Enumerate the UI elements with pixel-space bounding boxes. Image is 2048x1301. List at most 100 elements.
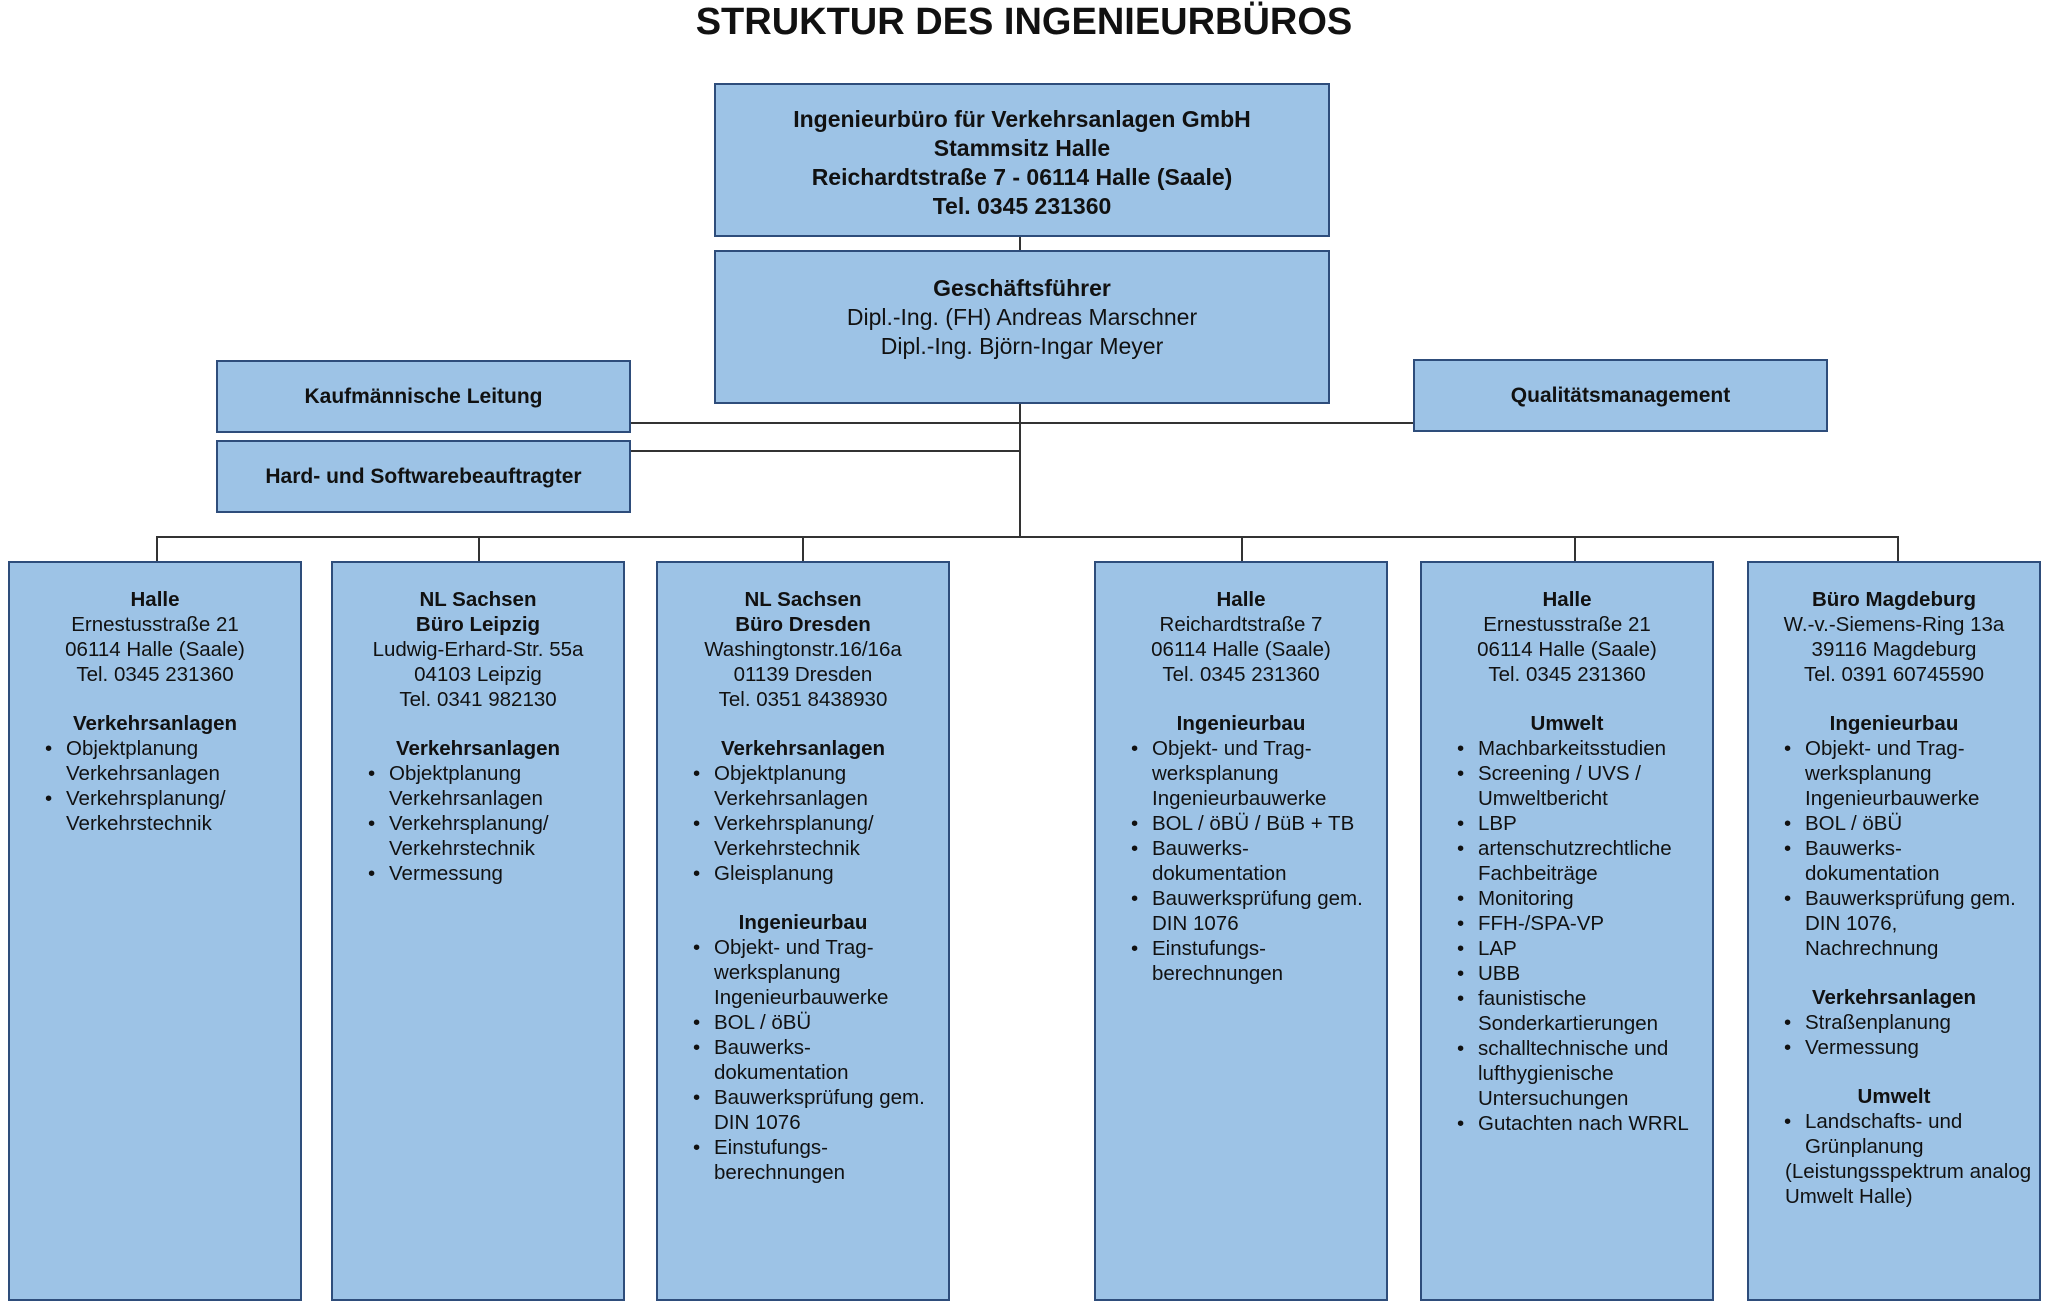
management-name: Dipl.-Ing. Björn-Ingar Meyer [880, 333, 1164, 359]
service-list: Objektplanung VerkehrsanlagenVerkehrspla… [658, 761, 948, 886]
service-list: Objektplanung VerkehrsanlagenVerkehrspla… [333, 761, 623, 886]
service-item: BOL / öBÜ [1784, 811, 2035, 836]
branch-address-line: Reichardtstraße 7 [1159, 613, 1323, 636]
branch-address-line: Ernestusstraße 21 [1483, 613, 1651, 636]
service-item: Bauwerks-dokumentation [1131, 836, 1382, 886]
connector-branch-6 [1897, 537, 1899, 562]
branch-address-line: Ludwig-Erhard-Str. 55a [372, 638, 584, 661]
branch-address-line: Tel. 0345 231360 [1162, 663, 1320, 686]
service-list: Objekt- und Trag-werksplanung Ingenieurb… [1749, 736, 2039, 961]
service-item: Objektplanung Verkehrsanlagen [693, 761, 944, 811]
service-item: Gutachten nach WRRL [1457, 1111, 1708, 1136]
quality-management-label: Qualitätsmanagement [1510, 383, 1731, 407]
connector-staff-upper [630, 422, 1414, 424]
service-section-title: Ingenieurbau [738, 911, 868, 934]
service-item: Objekt- und Trag-werksplanung Ingenieurb… [693, 935, 944, 1010]
commercial-management-label: Kaufmännische Leitung [304, 384, 543, 408]
service-item: Gleisplanung [693, 861, 944, 886]
branch-heading: Halle [1216, 588, 1266, 611]
service-section-title: Umwelt [1530, 712, 1604, 735]
service-item: schalltechnische und lufthygienische Unt… [1457, 1036, 1708, 1111]
service-item: UBB [1457, 961, 1708, 986]
branch-address-line: 39116 Magdeburg [1811, 638, 1977, 661]
service-item: Screening / UVS / Umweltbericht [1457, 761, 1708, 811]
it-officer-box: Hard- und Softwarebeauftragter [216, 440, 631, 513]
it-officer-label: Hard- und Softwarebeauftragter [265, 464, 582, 488]
service-item: Landschafts- und Grünplanung [1784, 1109, 2035, 1159]
service-section: UmweltLandschafts- und Grünplanung(Leist… [1749, 1084, 2039, 1209]
service-section: VerkehrsanlagenObjektplanung Verkehrsanl… [333, 736, 623, 886]
branch-heading: NL Sachsen [419, 588, 537, 611]
branch-address-line: 06114 Halle (Saale) [1151, 638, 1331, 661]
commercial-management-box: Kaufmännische Leitung [216, 360, 631, 433]
branch-address-line: Tel. 0391 60745590 [1803, 663, 1985, 686]
branch-address-line: Tel. 0341 982130 [399, 688, 557, 711]
branch-address-line: Tel. 0345 231360 [76, 663, 234, 686]
service-section: IngenieurbauObjekt- und Trag-werksplanun… [658, 910, 948, 1185]
service-list: Objektplanung VerkehrsanlagenVerkehrspla… [10, 736, 300, 836]
service-list: Objekt- und Trag-werksplanung Ingenieurb… [1096, 736, 1386, 986]
service-section: UmweltMachbarkeitsstudienScreening / UVS… [1422, 711, 1712, 1136]
service-item: Vermessung [1784, 1035, 2035, 1060]
service-item: Objekt- und Trag-werksplanung Ingenieurb… [1784, 736, 2035, 811]
branch-heading: NL Sachsen [744, 588, 862, 611]
branch-heading: Büro Magdeburg [1812, 588, 1976, 611]
connector-branches-bus [156, 536, 1899, 538]
connector-branch-1 [156, 537, 158, 562]
service-item: Monitoring [1457, 886, 1708, 911]
service-section-title: Ingenieurbau [1176, 712, 1306, 735]
service-item: Objektplanung Verkehrsanlagen [45, 736, 296, 786]
quality-management-box: Qualitätsmanagement [1413, 359, 1828, 432]
branch-address-line: 06114 Halle (Saale) [1477, 638, 1657, 661]
service-item: Verkehrsplanung/ Verkehrstechnik [45, 786, 296, 836]
service-section-title: Verkehrsanlagen [1811, 986, 1977, 1009]
service-section-title: Umwelt [1857, 1085, 1931, 1108]
branch-address-line: 04103 Leipzig [414, 663, 542, 686]
service-section-title: Verkehrsanlagen [720, 737, 886, 760]
service-item: Bauwerksprüfung gem. DIN 1076 [1131, 886, 1382, 936]
branch-heading: Halle [130, 588, 180, 611]
service-item: BOL / öBÜ / BüB + TB [1131, 811, 1382, 836]
hq-line: Stammsitz Halle [933, 135, 1111, 161]
service-item: Bauwerksprüfung gem. DIN 1076 [693, 1085, 944, 1135]
connector-branch-2 [478, 537, 480, 562]
management-title: Geschäftsführer [933, 275, 1111, 301]
service-item: Verkehrsplanung/ Verkehrstechnik [693, 811, 944, 861]
management-box: Geschäftsführer Dipl.-Ing. (FH) Andreas … [714, 250, 1330, 404]
service-item: Bauwerks-dokumentation [1784, 836, 2035, 886]
service-item: Einstufungs-berechnungen [1131, 936, 1382, 986]
service-section: VerkehrsanlagenObjektplanung Verkehrsanl… [10, 711, 300, 836]
service-section: VerkehrsanlagenObjektplanung Verkehrsanl… [658, 736, 948, 886]
service-item: FFH-/SPA-VP [1457, 911, 1708, 936]
hq-line: Tel. 0345 231360 [932, 193, 1112, 219]
branch-heading: Büro Dresden [735, 613, 871, 636]
service-section: IngenieurbauObjekt- und Trag-werksplanun… [1749, 711, 2039, 961]
service-item: artenschutzrechtliche Fachbeiträge [1457, 836, 1708, 886]
service-item: Machbarkeitsstudien [1457, 736, 1708, 761]
management-name: Dipl.-Ing. (FH) Andreas Marschner [846, 304, 1198, 330]
service-item: Verkehrsplanung/ Verkehrstechnik [368, 811, 619, 861]
service-item: BOL / öBÜ [693, 1010, 944, 1035]
headquarters-box: Ingenieurbüro für Verkehrsanlagen GmbH S… [714, 83, 1330, 237]
connector-branch-5 [1574, 537, 1576, 562]
service-list: Landschafts- und Grünplanung [1749, 1109, 2039, 1159]
service-list: MachbarkeitsstudienScreening / UVS / Umw… [1422, 736, 1712, 1136]
service-section-title: Ingenieurbau [1829, 712, 1959, 735]
service-section: IngenieurbauObjekt- und Trag-werksplanun… [1096, 711, 1386, 986]
service-item: faunistische Sonderkartierungen [1457, 986, 1708, 1036]
service-item: Objekt- und Trag-werksplanung Ingenieurb… [1131, 736, 1382, 811]
connector-hq-management [1019, 236, 1021, 251]
service-section: VerkehrsanlagenStraßenplanungVermessung [1749, 985, 2039, 1060]
service-item: Vermessung [368, 861, 619, 886]
